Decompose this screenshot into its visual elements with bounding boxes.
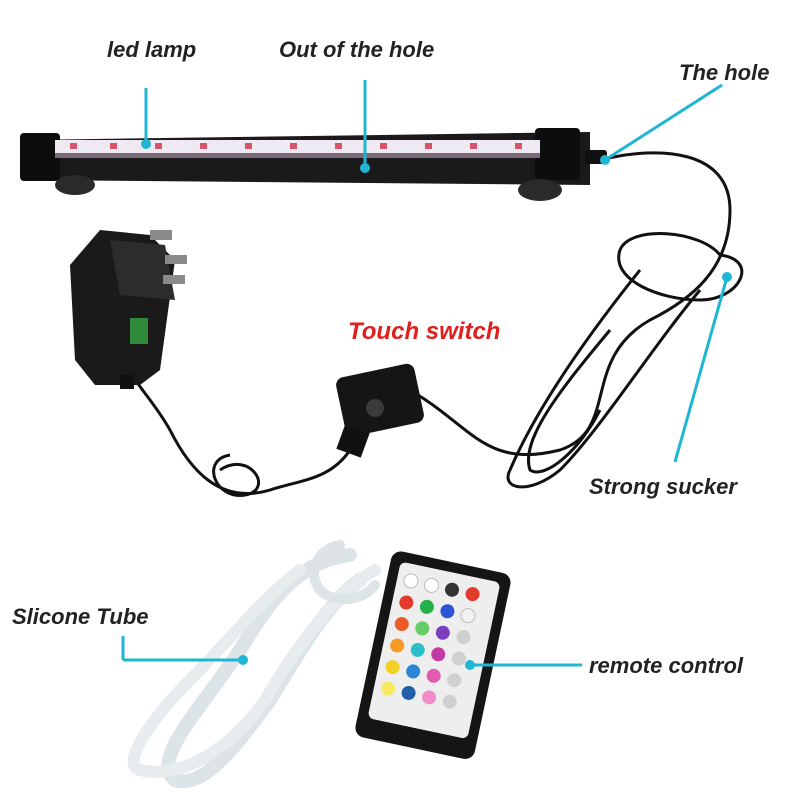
callout-lines xyxy=(121,80,729,667)
label-silicone-tube: Slicone Tube xyxy=(12,604,149,629)
silicone-tube-icon xyxy=(127,540,381,789)
remote-icon xyxy=(355,551,511,759)
label-out-of-hole: Out of the hole xyxy=(279,37,435,62)
callout-dots xyxy=(141,139,732,670)
label-touch-switch: Touch switch xyxy=(348,318,501,345)
label-the-hole: The hole xyxy=(679,60,770,85)
label-remote-control: remote control xyxy=(589,653,744,678)
cable-icon xyxy=(128,151,744,497)
led-bar-icon xyxy=(20,128,607,201)
callout-the-hole xyxy=(604,83,723,162)
plug-adapter-icon xyxy=(70,230,187,389)
callout-strong-sucker xyxy=(673,276,729,463)
label-strong-sucker: Strong sucker xyxy=(589,474,737,499)
label-led-lamp: led lamp xyxy=(107,37,197,62)
touch-switch-icon xyxy=(336,363,424,458)
